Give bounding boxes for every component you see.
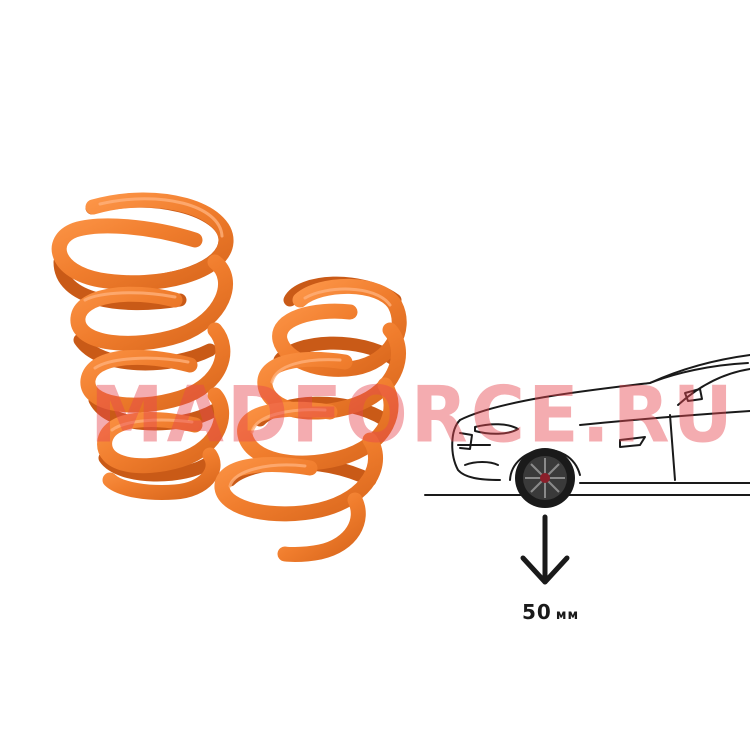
drop-value: 50 <box>522 600 552 624</box>
left-spring <box>51 192 234 500</box>
drop-unit: мм <box>555 608 580 623</box>
right-spring <box>214 276 407 562</box>
arrow-down-icon <box>520 514 570 585</box>
car-wheel <box>515 448 575 508</box>
car-illustration <box>424 354 750 508</box>
